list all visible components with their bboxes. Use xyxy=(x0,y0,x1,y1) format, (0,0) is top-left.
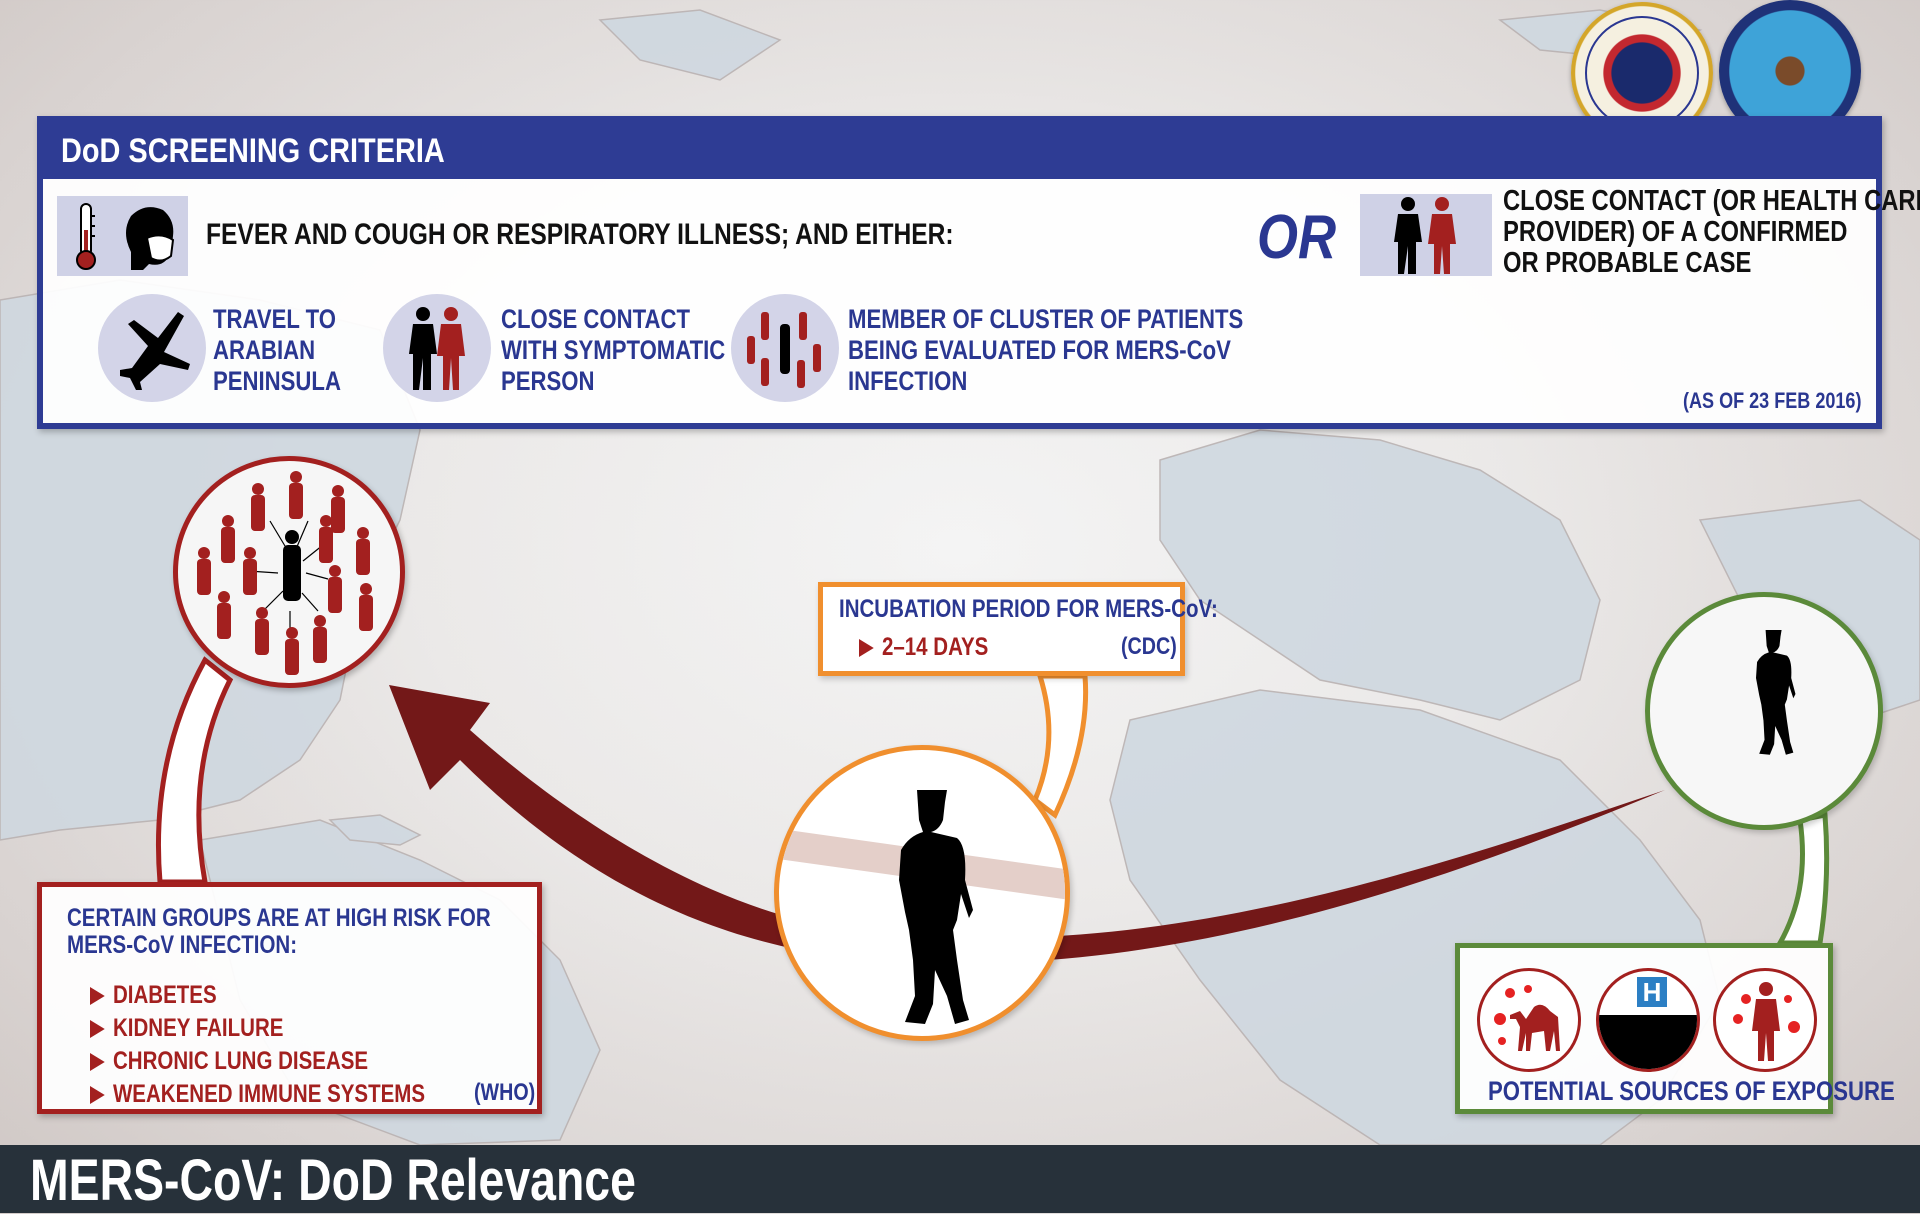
person-virus-icon xyxy=(1713,968,1817,1072)
two-people-icon xyxy=(383,294,491,402)
screening-title: DoD SCREENING CRITERIA xyxy=(61,132,445,170)
incubation-period-panel: INCUBATION PERIOD FOR MERS-CoV: 2–14 DAY… xyxy=(818,582,1218,676)
origin-circle xyxy=(1645,592,1883,830)
bullet-triangle-icon xyxy=(90,1085,105,1104)
thermometer-icon xyxy=(76,203,96,270)
two-people-icon xyxy=(1360,194,1492,276)
cdc-source: (CDC) xyxy=(1121,633,1177,660)
incubation-heading: INCUBATION PERIOD FOR MERS-CoV: xyxy=(839,595,1218,623)
traveler-circle xyxy=(774,745,1070,1041)
list-item: CHRONIC LUNG DISEASE xyxy=(90,1045,425,1078)
airplane-icon xyxy=(98,294,206,402)
cluster-circle xyxy=(173,456,405,688)
footer-bar: MERS-CoV: DoD Relevance xyxy=(0,1145,1920,1213)
soldier-silhouette-icon xyxy=(1756,630,1796,755)
who-source: (WHO) xyxy=(474,1079,536,1106)
soldier-silhouette-icon xyxy=(899,790,973,1024)
list-item: KIDNEY FAILURE xyxy=(90,1012,425,1045)
primary-criterion-text: FEVER AND COUGH OR RESPIRATORY ILLNESS; … xyxy=(206,218,954,251)
cluster-people-icon xyxy=(197,471,373,675)
exposure-label: POTENTIAL SOURCES OF EXPOSURE xyxy=(1488,1076,1895,1106)
as-of-date: (AS OF 23 FEB 2016) xyxy=(1683,388,1862,413)
screening-header-bar: DoD SCREENING CRITERIA xyxy=(43,122,1876,179)
page-title: MERS-CoV: DoD Relevance xyxy=(30,1148,636,1213)
symptom-icon-box xyxy=(57,196,188,276)
bullet-triangle-icon xyxy=(90,986,105,1005)
face-mask-icon xyxy=(126,207,175,270)
bullet-triangle-icon xyxy=(90,1019,105,1038)
incubation-value: 2–14 DAYS xyxy=(859,633,988,662)
list-item: WEAKENED IMMUNE SYSTEMS xyxy=(90,1078,425,1111)
or-label: OR xyxy=(1257,203,1337,272)
cluster-people-icon xyxy=(731,294,839,402)
exposure-sources-panel: H POTENTIAL SOURCES OF EXPOSURE xyxy=(1455,943,1895,1114)
bullet-triangle-icon xyxy=(90,1052,105,1071)
bullet-triangle-icon xyxy=(859,638,874,657)
high-risk-list: DIABETES KIDNEY FAILURE CHRONIC LUNG DIS… xyxy=(90,979,425,1111)
screening-criteria-panel: DoD SCREENING CRITERIA FEVER AND COUGH O… xyxy=(37,116,1920,429)
list-item: DIABETES xyxy=(90,979,425,1012)
camel-virus-icon xyxy=(1477,968,1581,1072)
hospital-icon: H xyxy=(1596,968,1700,1072)
